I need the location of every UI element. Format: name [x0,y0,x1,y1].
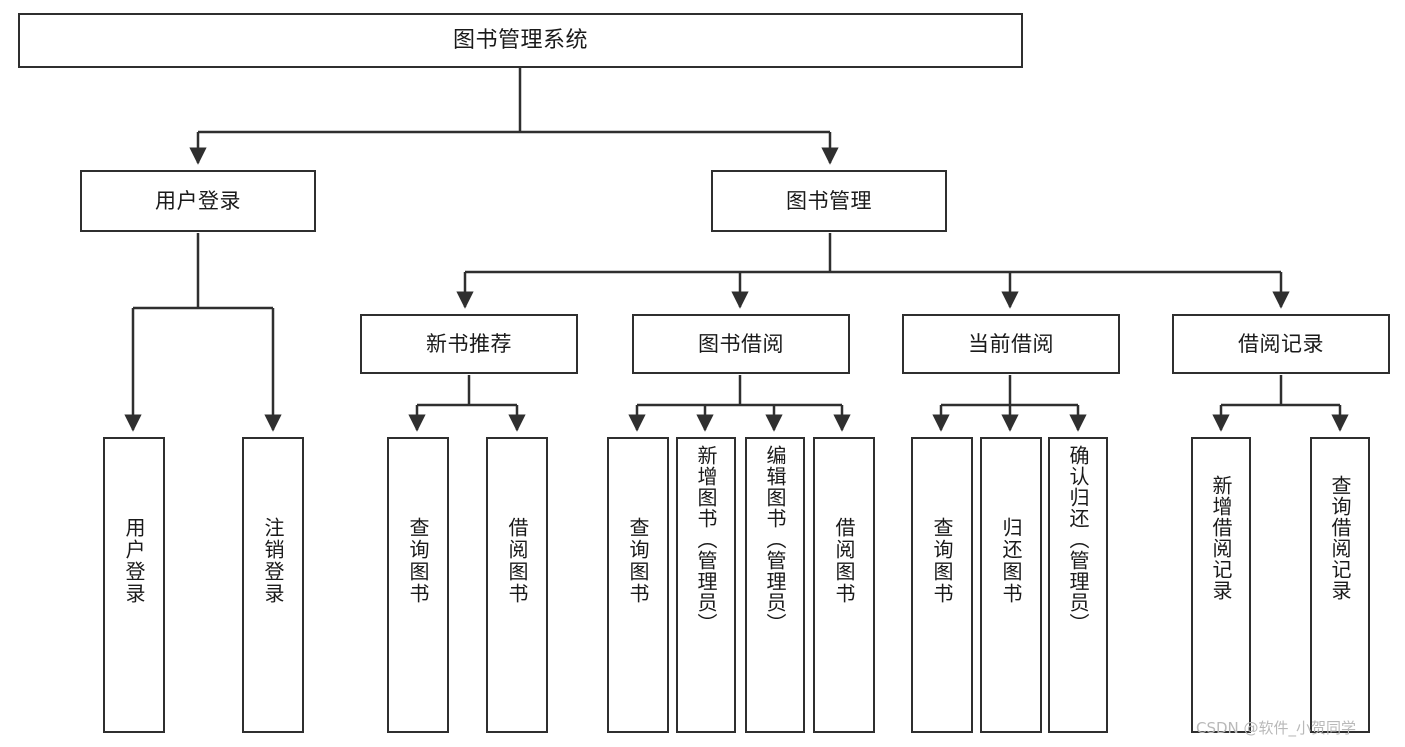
node-label: 新增借阅记录 [1209,475,1233,601]
node-label: 确认归还（管理员） [1066,445,1090,634]
node-label: 图书管理 [786,188,872,213]
node-label: 新增图书（管理员） [694,445,718,634]
leaf-book-borrow-edit-book-admin[interactable]: 编辑图书（管理员） [745,437,805,733]
node-current-borrow[interactable]: 当前借阅 [902,314,1120,374]
leaf-user-login-login[interactable]: 用户登录 [103,437,165,733]
leaf-book-borrow-borrow-book[interactable]: 借阅图书 [813,437,875,733]
node-label: 查询图书 [406,517,430,605]
node-label: 图书借阅 [698,331,784,356]
node-label: 新书推荐 [426,331,512,356]
leaf-current-borrow-confirm-return-admin[interactable]: 确认归还（管理员） [1048,437,1108,733]
node-new-book-recommend[interactable]: 新书推荐 [360,314,578,374]
leaf-current-borrow-return-book[interactable]: 归还图书 [980,437,1042,733]
node-user-login[interactable]: 用户登录 [80,170,316,232]
leaf-user-login-logout[interactable]: 注销登录 [242,437,304,733]
leaf-book-borrow-add-book-admin[interactable]: 新增图书（管理员） [676,437,736,733]
node-label: 查询图书 [626,517,650,605]
leaf-new-book-borrow-book[interactable]: 借阅图书 [486,437,548,733]
node-label: 用户登录 [122,517,146,605]
node-label: 用户登录 [155,188,241,213]
node-label: 编辑图书（管理员） [763,445,787,634]
node-book-borrow[interactable]: 图书借阅 [632,314,850,374]
csdn-watermark: CSDN @软件_小贺同学 [1196,719,1357,737]
leaf-new-book-query-book[interactable]: 查询图书 [387,437,449,733]
node-label: 注销登录 [261,517,285,605]
node-label: 查询借阅记录 [1328,475,1352,601]
leaf-current-borrow-query-book[interactable]: 查询图书 [911,437,973,733]
leaf-borrow-record-query-record[interactable]: 查询借阅记录 [1310,437,1370,733]
node-label: 当前借阅 [968,331,1054,356]
node-borrow-record[interactable]: 借阅记录 [1172,314,1390,374]
node-root-book-management-system[interactable]: 图书管理系统 [18,13,1023,68]
node-label: 归还图书 [999,517,1023,605]
node-label: 图书管理系统 [452,27,588,53]
node-label: 查询图书 [930,517,954,605]
node-label: 借阅图书 [505,517,529,605]
node-label: 借阅图书 [832,517,856,605]
leaf-book-borrow-query-book[interactable]: 查询图书 [607,437,669,733]
node-book-management[interactable]: 图书管理 [711,170,947,232]
leaf-borrow-record-add-record[interactable]: 新增借阅记录 [1191,437,1251,733]
node-label: 借阅记录 [1238,331,1324,356]
